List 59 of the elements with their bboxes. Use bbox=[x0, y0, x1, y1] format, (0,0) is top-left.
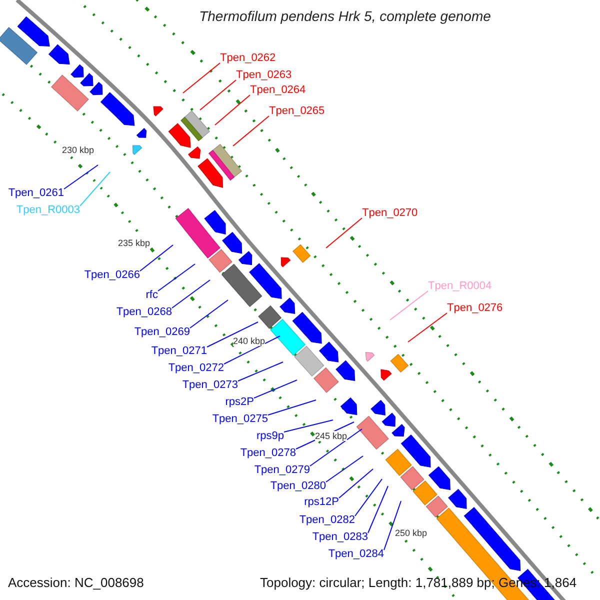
leader-line bbox=[368, 486, 388, 534]
leader-line bbox=[284, 420, 334, 432]
gene-label: Tpen_0280 bbox=[270, 480, 326, 493]
leader-line bbox=[224, 336, 280, 364]
scale-label: 230 kbp bbox=[62, 145, 94, 155]
gene-label: Tpen_0265 bbox=[269, 105, 325, 118]
leader-line bbox=[232, 116, 270, 146]
leader-line bbox=[354, 478, 382, 516]
leader-line bbox=[200, 80, 236, 110]
gene-label: Tpen_0269 bbox=[134, 326, 190, 339]
leader-line bbox=[326, 456, 364, 482]
scale-label: 245 kbp bbox=[315, 431, 348, 441]
gene-label: Tpen_0279 bbox=[254, 464, 310, 477]
gene-label: Tpen_0264 bbox=[250, 84, 306, 97]
leader-line bbox=[140, 244, 174, 272]
gene-label: Tpen_0262 bbox=[220, 52, 276, 65]
leader-line bbox=[326, 218, 362, 248]
leader-line bbox=[206, 322, 258, 348]
leader-line bbox=[268, 400, 316, 416]
gene-label: Tpen_0272 bbox=[168, 362, 224, 375]
leader-line bbox=[238, 362, 284, 382]
gene-label: rps12P bbox=[304, 496, 339, 509]
gene-label: rfc bbox=[146, 289, 158, 302]
genome-summary-text: Topology: circular; Length: 1,781,889 bp; Genes: 1,864 bbox=[260, 575, 577, 590]
gene-label: Tpen_R0004 bbox=[428, 280, 492, 293]
leader-line bbox=[64, 164, 98, 190]
gene-label: Tpen_R0003 bbox=[16, 204, 80, 217]
scale-label: 235 kbp bbox=[118, 238, 150, 248]
gene-label: Tpen_0263 bbox=[236, 69, 292, 82]
gene-label: rps2P bbox=[225, 396, 254, 409]
gene-label: Tpen_0278 bbox=[240, 447, 296, 460]
leader-line bbox=[158, 264, 196, 292]
gene-label: Tpen_0282 bbox=[299, 514, 355, 527]
leader-line bbox=[172, 280, 210, 308]
gene-label: Tpen_0275 bbox=[212, 413, 268, 426]
leader-line bbox=[80, 172, 110, 206]
gene-label: Tpen_0273 bbox=[182, 379, 238, 392]
leader-line bbox=[310, 428, 362, 466]
gene-label: Tpen_0276 bbox=[447, 302, 503, 315]
leader-line bbox=[338, 468, 374, 498]
scale-label: 240 kbp bbox=[233, 336, 266, 346]
gene-label: Tpen_0284 bbox=[328, 548, 384, 561]
gene-label: Tpen_0266 bbox=[84, 269, 140, 282]
map-title: Thermofilum pendens Hrk 5, complete genome bbox=[198, 8, 492, 24]
leader-line bbox=[408, 312, 448, 342]
accession-text: Accession: NC_008698 bbox=[8, 575, 144, 590]
leader-line bbox=[390, 290, 428, 320]
gene-label: rps9p bbox=[256, 430, 284, 443]
scale-label: 250 kbp bbox=[395, 528, 428, 538]
leader-line bbox=[384, 500, 402, 550]
leader-line bbox=[254, 380, 298, 398]
gene-label: Tpen_0283 bbox=[312, 531, 368, 544]
leader-line bbox=[214, 94, 250, 126]
gene-label: Tpen_0271 bbox=[151, 345, 207, 358]
leader-line bbox=[190, 300, 228, 328]
gene-label: Tpen_0270 bbox=[362, 207, 418, 220]
gene-label: Tpen_0268 bbox=[116, 306, 172, 319]
leader-line bbox=[182, 62, 220, 94]
gene-label: Tpen_0261 bbox=[8, 187, 64, 200]
